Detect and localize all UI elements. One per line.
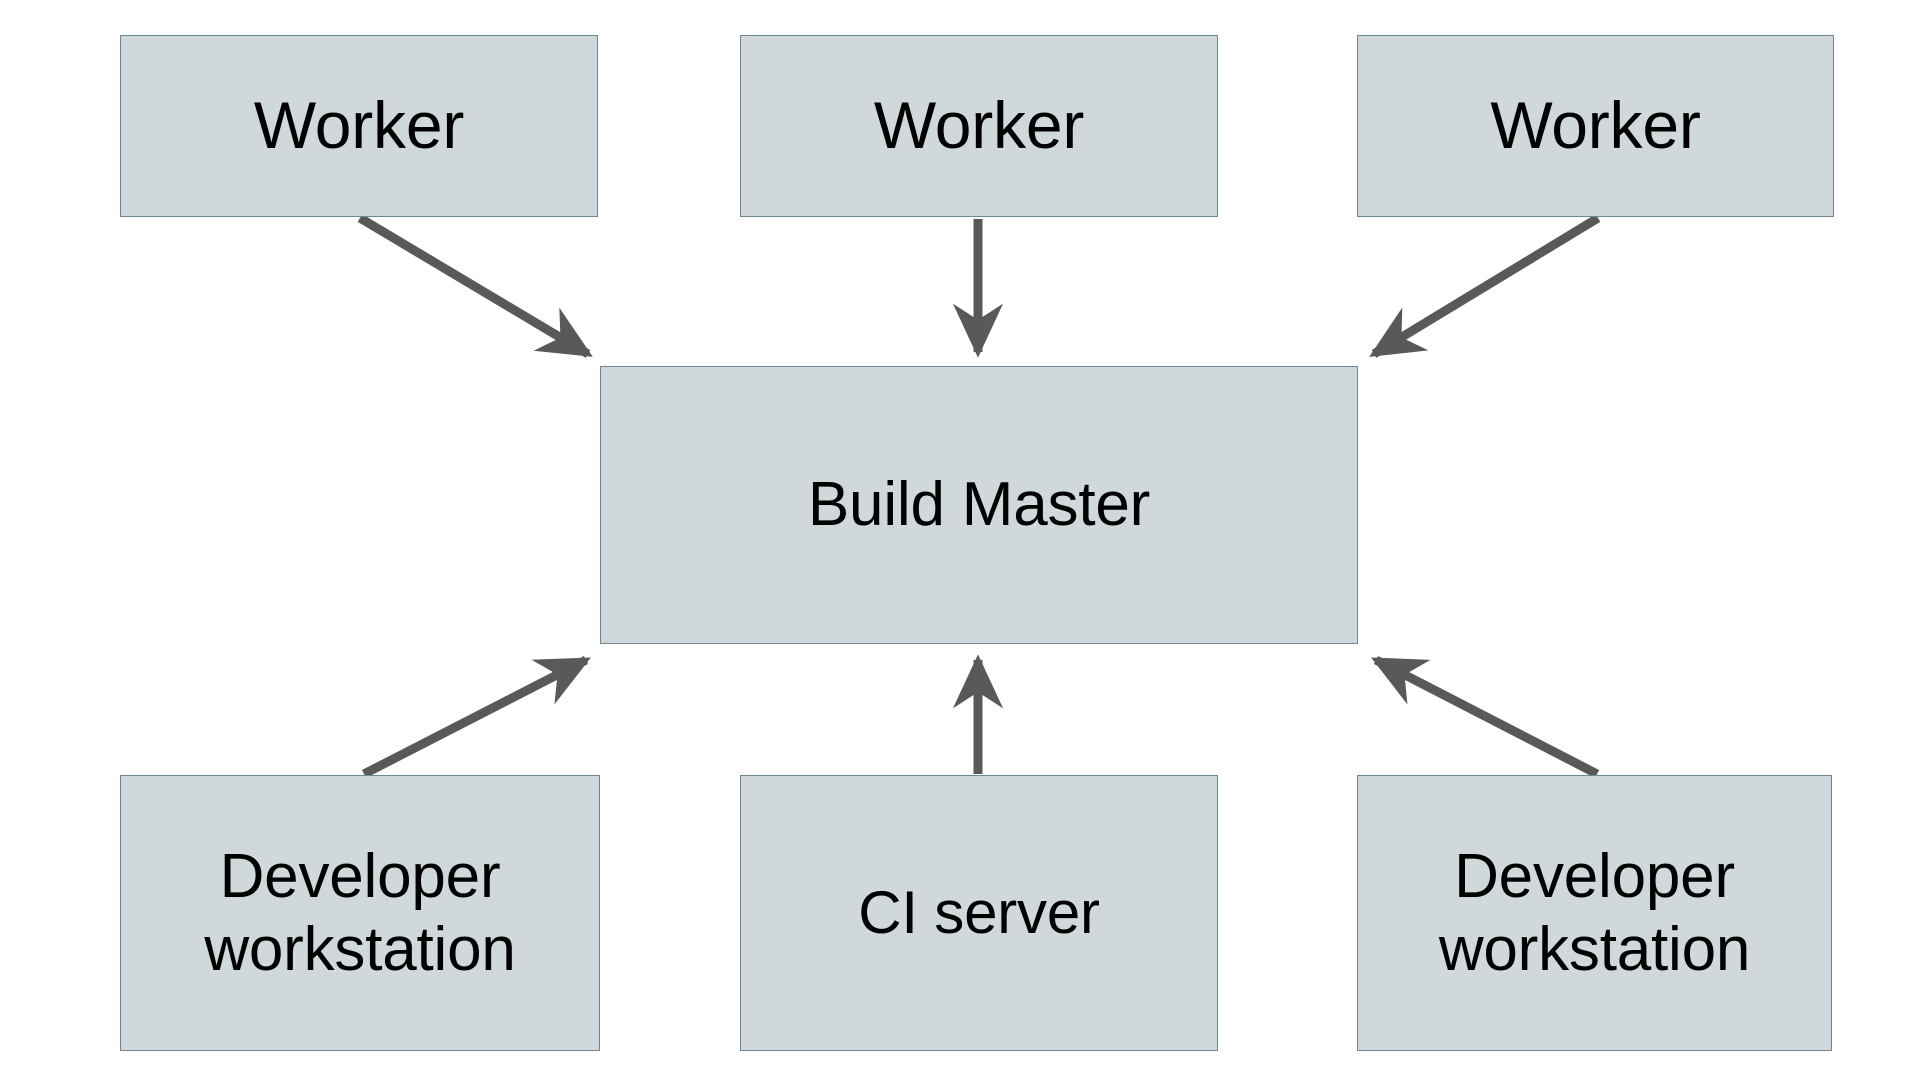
node-worker-3-label: Worker xyxy=(1490,88,1701,163)
edge-dev-workstation-1-to-build-master xyxy=(361,655,591,779)
node-build-master-label: Build Master xyxy=(807,470,1151,540)
edge-worker-1-to-build-master xyxy=(357,214,593,358)
node-worker-2[interactable]: Worker xyxy=(740,35,1218,217)
node-worker-2-label: Worker xyxy=(873,88,1085,163)
node-dev-workstation-2-label: Developer workstation xyxy=(1438,841,1751,984)
node-ci-server-label: CI server xyxy=(858,878,1100,946)
edge-worker-3-to-build-master xyxy=(1369,214,1601,358)
node-worker-3[interactable]: Worker xyxy=(1357,35,1834,217)
node-dev-workstation-1[interactable]: Developer workstation xyxy=(120,775,600,1051)
node-ci-server[interactable]: CI server xyxy=(740,775,1218,1051)
node-worker-1[interactable]: Worker xyxy=(120,35,598,217)
node-worker-1-label: Worker xyxy=(253,88,465,163)
node-dev-workstation-2[interactable]: Developer workstation xyxy=(1357,775,1832,1051)
node-dev-workstation-1-label: Developer workstation xyxy=(204,841,516,984)
node-build-master[interactable]: Build Master xyxy=(600,366,1358,644)
edge-dev-workstation-2-to-build-master xyxy=(1371,656,1600,778)
